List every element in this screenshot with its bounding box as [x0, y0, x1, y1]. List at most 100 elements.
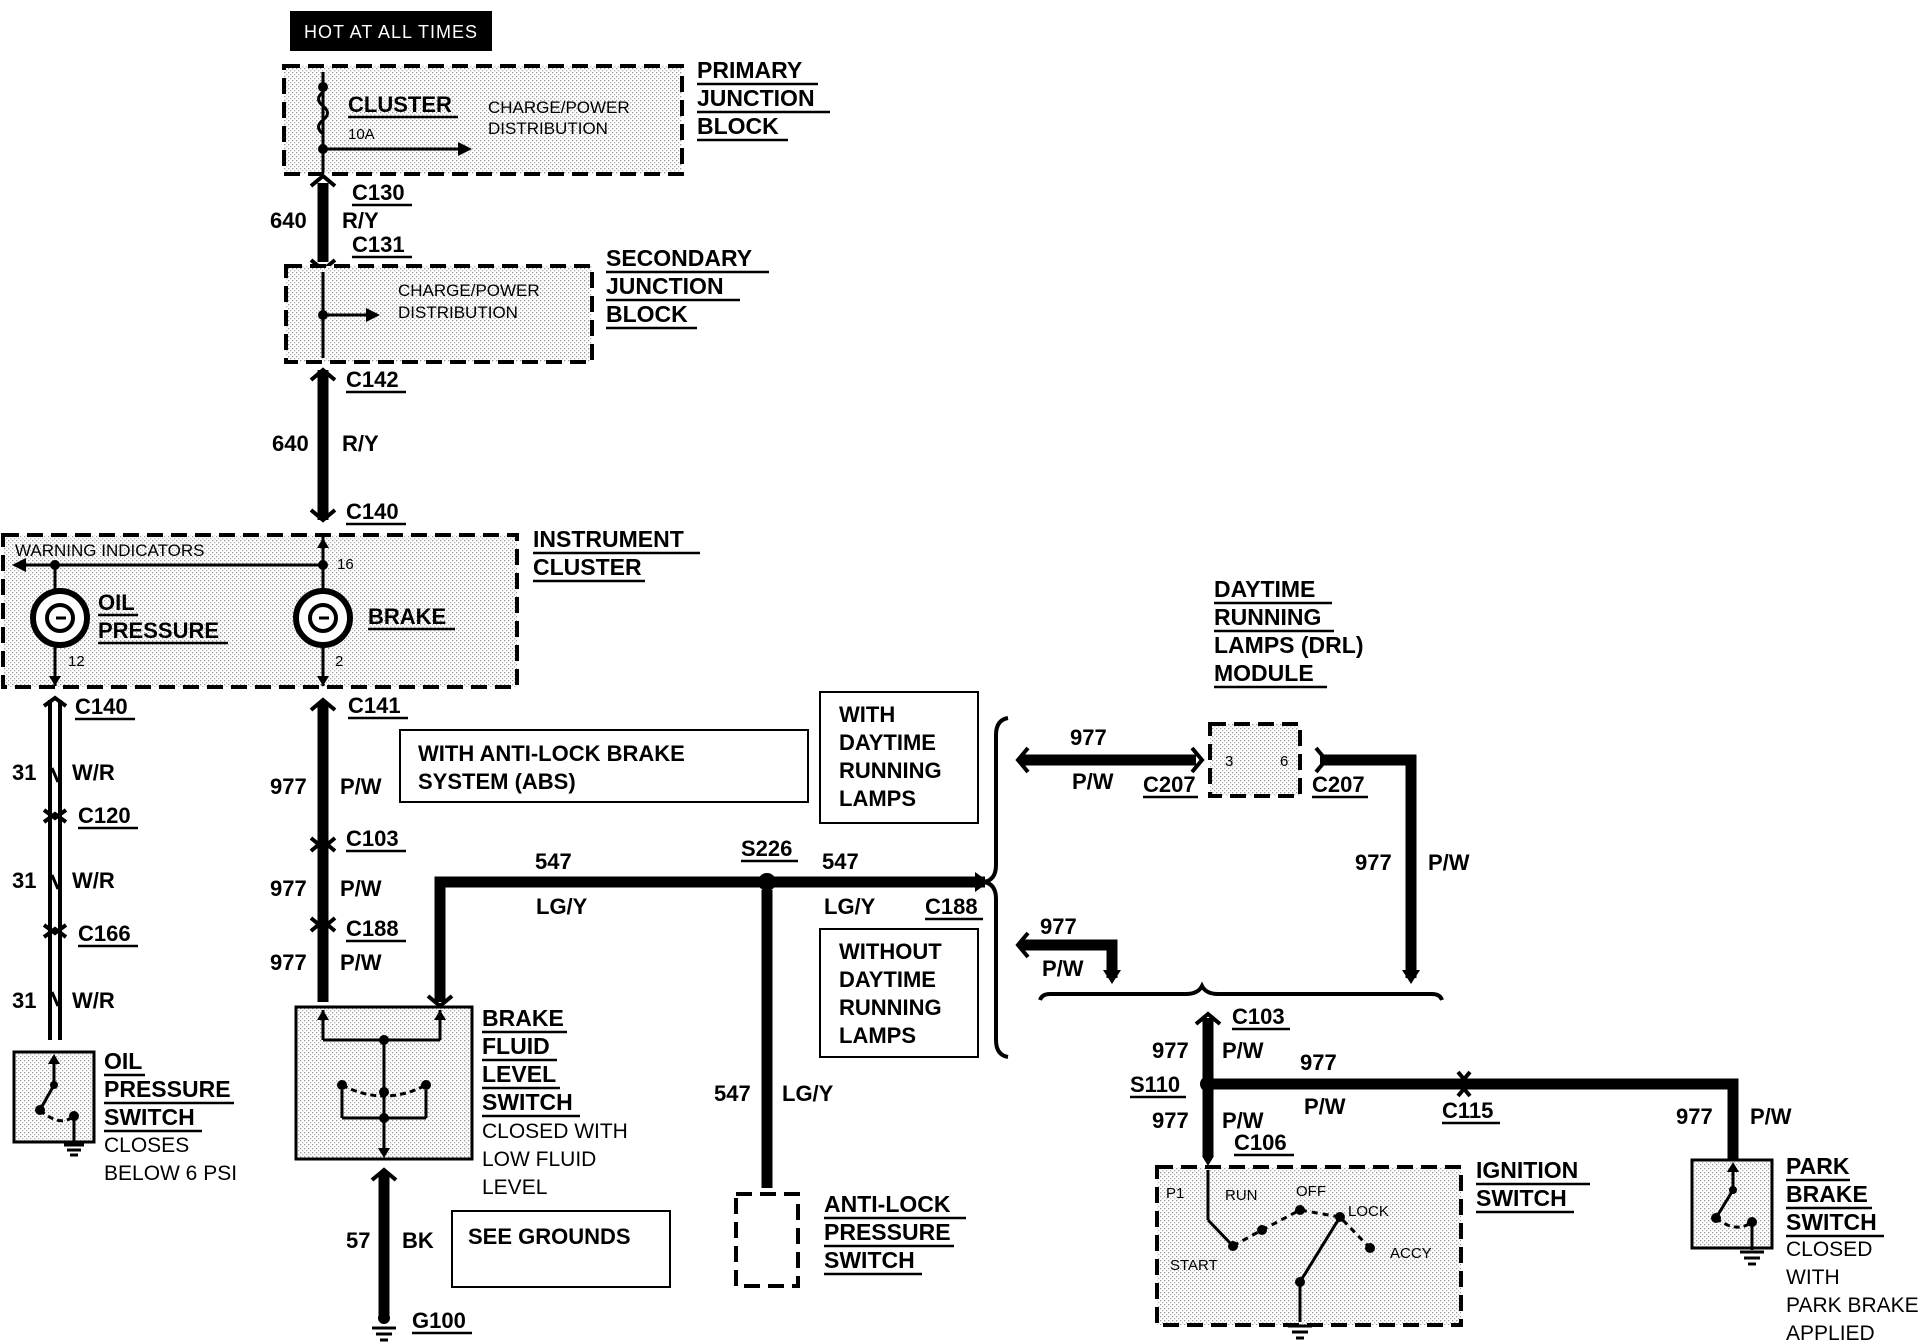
wire-color: P/W — [340, 950, 382, 975]
pin-6: 6 — [1280, 753, 1288, 770]
ign-run: RUN — [1225, 1187, 1258, 1204]
wire-640-lower: 640 R/Y C142 C140 — [272, 367, 406, 526]
wire-31-oil-pressure: C140 31 W/R C120 31 W/R C166 31 W/R — [12, 694, 138, 1040]
ign-accy: ACCY — [1390, 1245, 1432, 1262]
instrument-cluster: WARNING INDICATORS OIL PRESSURE BRAKE 16… — [1, 533, 519, 689]
pjb-function-line-2: DISTRIBUTION — [488, 119, 608, 138]
see-grounds-box: SEE GROUNDS — [451, 1210, 671, 1288]
ign-p1: P1 — [1166, 1185, 1184, 1202]
svg-text:SWITCH: SWITCH — [1476, 1185, 1567, 1211]
circuit-number: 977 — [270, 774, 307, 799]
wire-color: P/W — [1222, 1038, 1264, 1063]
svg-text:SYSTEM (ABS): SYSTEM (ABS) — [418, 769, 576, 794]
wire-color: LG/Y — [824, 894, 876, 919]
wire-color: P/W — [1304, 1094, 1346, 1119]
svg-text:JUNCTION: JUNCTION — [697, 85, 815, 111]
svg-text:WITH: WITH — [1786, 1266, 1840, 1289]
hot-at-all-times-label: HOT AT ALL TIMES — [290, 11, 492, 51]
connector-c142: C142 — [346, 367, 399, 392]
wire-color: W/R — [72, 988, 115, 1013]
wire-977-to-park-brake: 977 P/W C115 977 P/W — [1208, 1050, 1792, 1160]
brake-lamp-label: BRAKE — [368, 604, 446, 629]
circuit-number: 977 — [1152, 1108, 1189, 1133]
pjb-function-line-1: CHARGE/POWER — [488, 98, 630, 117]
wire-977-to-drl: 977 P/W C207 — [1015, 725, 1205, 799]
svg-text:ANTI-LOCK: ANTI-LOCK — [824, 1191, 951, 1217]
wire-color: P/W — [1750, 1104, 1792, 1129]
splice-s110: S110 — [1130, 1072, 1180, 1097]
svg-text:IGNITION: IGNITION — [1476, 1157, 1578, 1183]
connector-c141: C141 — [348, 693, 401, 718]
svg-text:SWITCH: SWITCH — [1786, 1209, 1877, 1235]
sjb-function-line-2: DISTRIBUTION — [398, 303, 518, 322]
svg-text:SWITCH: SWITCH — [104, 1104, 195, 1130]
svg-text:LAMPS (DRL): LAMPS (DRL) — [1214, 632, 1363, 658]
ground-icon — [1288, 1324, 1312, 1340]
circuit-number: 977 — [1040, 914, 1077, 939]
anti-lock-pressure-switch: ANTI-LOCK PRESSURE SWITCH — [734, 1191, 966, 1288]
connector-c207: C207 — [1143, 772, 1196, 797]
wire-57-ground: 57 BK G100 — [346, 1167, 472, 1342]
abs-note-box: WITH ANTI-LOCK BRAKE SYSTEM (ABS) — [399, 729, 809, 803]
svg-text:JUNCTION: JUNCTION — [606, 273, 724, 299]
wire-640-upper: 640 R/Y C130 C131 — [270, 173, 412, 273]
svg-text:HOT AT ALL TIMES: HOT AT ALL TIMES — [304, 22, 478, 42]
pin-3: 3 — [1225, 753, 1233, 770]
svg-text:CLOSED: CLOSED — [1786, 1238, 1872, 1261]
fuse-name: CLUSTER — [348, 92, 452, 117]
circuit-number: 977 — [270, 950, 307, 975]
ign-start: START — [1170, 1257, 1218, 1274]
arrow-right-icon — [366, 308, 380, 322]
without-drl-note-box: WITHOUT DAYTIME RUNNING LAMPS — [819, 928, 979, 1058]
wire-color: R/Y — [342, 208, 379, 233]
wire-color: P/W — [1042, 956, 1084, 981]
svg-text:CLUSTER: CLUSTER — [533, 554, 642, 580]
svg-text:PRESSURE: PRESSURE — [824, 1219, 951, 1245]
wire-547-lg-y: 547 LG/Y S226 547 LG/Y C188 547 LG/Y — [426, 836, 989, 1188]
with-drl-note-box: WITH DAYTIME RUNNING LAMPS — [819, 691, 979, 824]
pin-12: 12 — [68, 653, 85, 670]
ignition-switch: P1 RUN OFF LOCK ACCY START — [1155, 1165, 1463, 1340]
primary-junction-block-title: PRIMARY JUNCTION BLOCK — [697, 57, 830, 142]
svg-text:DAYTIME: DAYTIME — [839, 967, 936, 992]
circuit-number: 640 — [270, 208, 307, 233]
brake-fluid-level-switch: BRAKE FLUID LEVEL SWITCH CLOSED WITH LOW… — [294, 1005, 628, 1199]
ground-icon — [372, 1326, 396, 1342]
oil-lamp-line-2: PRESSURE — [98, 618, 219, 643]
wire-color: P/W — [1222, 1108, 1264, 1133]
ign-lock: LOCK — [1348, 1203, 1389, 1220]
oil-pressure-lamp-icon — [30, 588, 90, 648]
svg-text:SEE GROUNDS: SEE GROUNDS — [468, 1224, 631, 1249]
svg-text:PARK BRAKE: PARK BRAKE — [1786, 1294, 1919, 1317]
wire-color: P/W — [340, 876, 382, 901]
connector-c166: C166 — [78, 921, 131, 946]
circuit-number: 31 — [12, 868, 36, 893]
svg-text:LEVEL: LEVEL — [482, 1176, 547, 1199]
ign-off: OFF — [1296, 1183, 1326, 1200]
brake-lamp-icon — [293, 588, 353, 648]
connector-c130: C130 — [352, 180, 405, 205]
circuit-number: 977 — [270, 876, 307, 901]
option-bracket — [983, 716, 1009, 1059]
svg-text:MODULE: MODULE — [1214, 660, 1314, 686]
circuit-number: 57 — [346, 1228, 370, 1253]
svg-text:CLOSED WITH: CLOSED WITH — [482, 1120, 628, 1143]
svg-text:APPLIED: APPLIED — [1786, 1322, 1875, 1344]
svg-text:BELOW 6 PSI: BELOW 6 PSI — [104, 1162, 237, 1185]
oil-pressure-switch: OIL PRESSURE SWITCH CLOSES BELOW 6 PSI — [12, 1048, 237, 1185]
svg-text:LAMPS: LAMPS — [839, 1023, 916, 1048]
svg-text:PARK: PARK — [1786, 1153, 1850, 1179]
instrument-cluster-title: INSTRUMENT CLUSTER — [533, 526, 700, 583]
svg-text:SWITCH: SWITCH — [482, 1089, 573, 1115]
svg-text:SWITCH: SWITCH — [824, 1247, 915, 1273]
wire-color: LG/Y — [782, 1081, 834, 1106]
connector-c120: C120 — [78, 803, 131, 828]
circuit-number: 977 — [1300, 1050, 1337, 1075]
circuit-number: 640 — [272, 431, 309, 456]
svg-text:LAMPS: LAMPS — [839, 786, 916, 811]
svg-text:BRAKE: BRAKE — [482, 1005, 564, 1031]
warning-indicators-label: WARNING INDICATORS — [15, 541, 205, 560]
connector-c103: C103 — [346, 826, 399, 851]
connector-c207: C207 — [1312, 772, 1365, 797]
